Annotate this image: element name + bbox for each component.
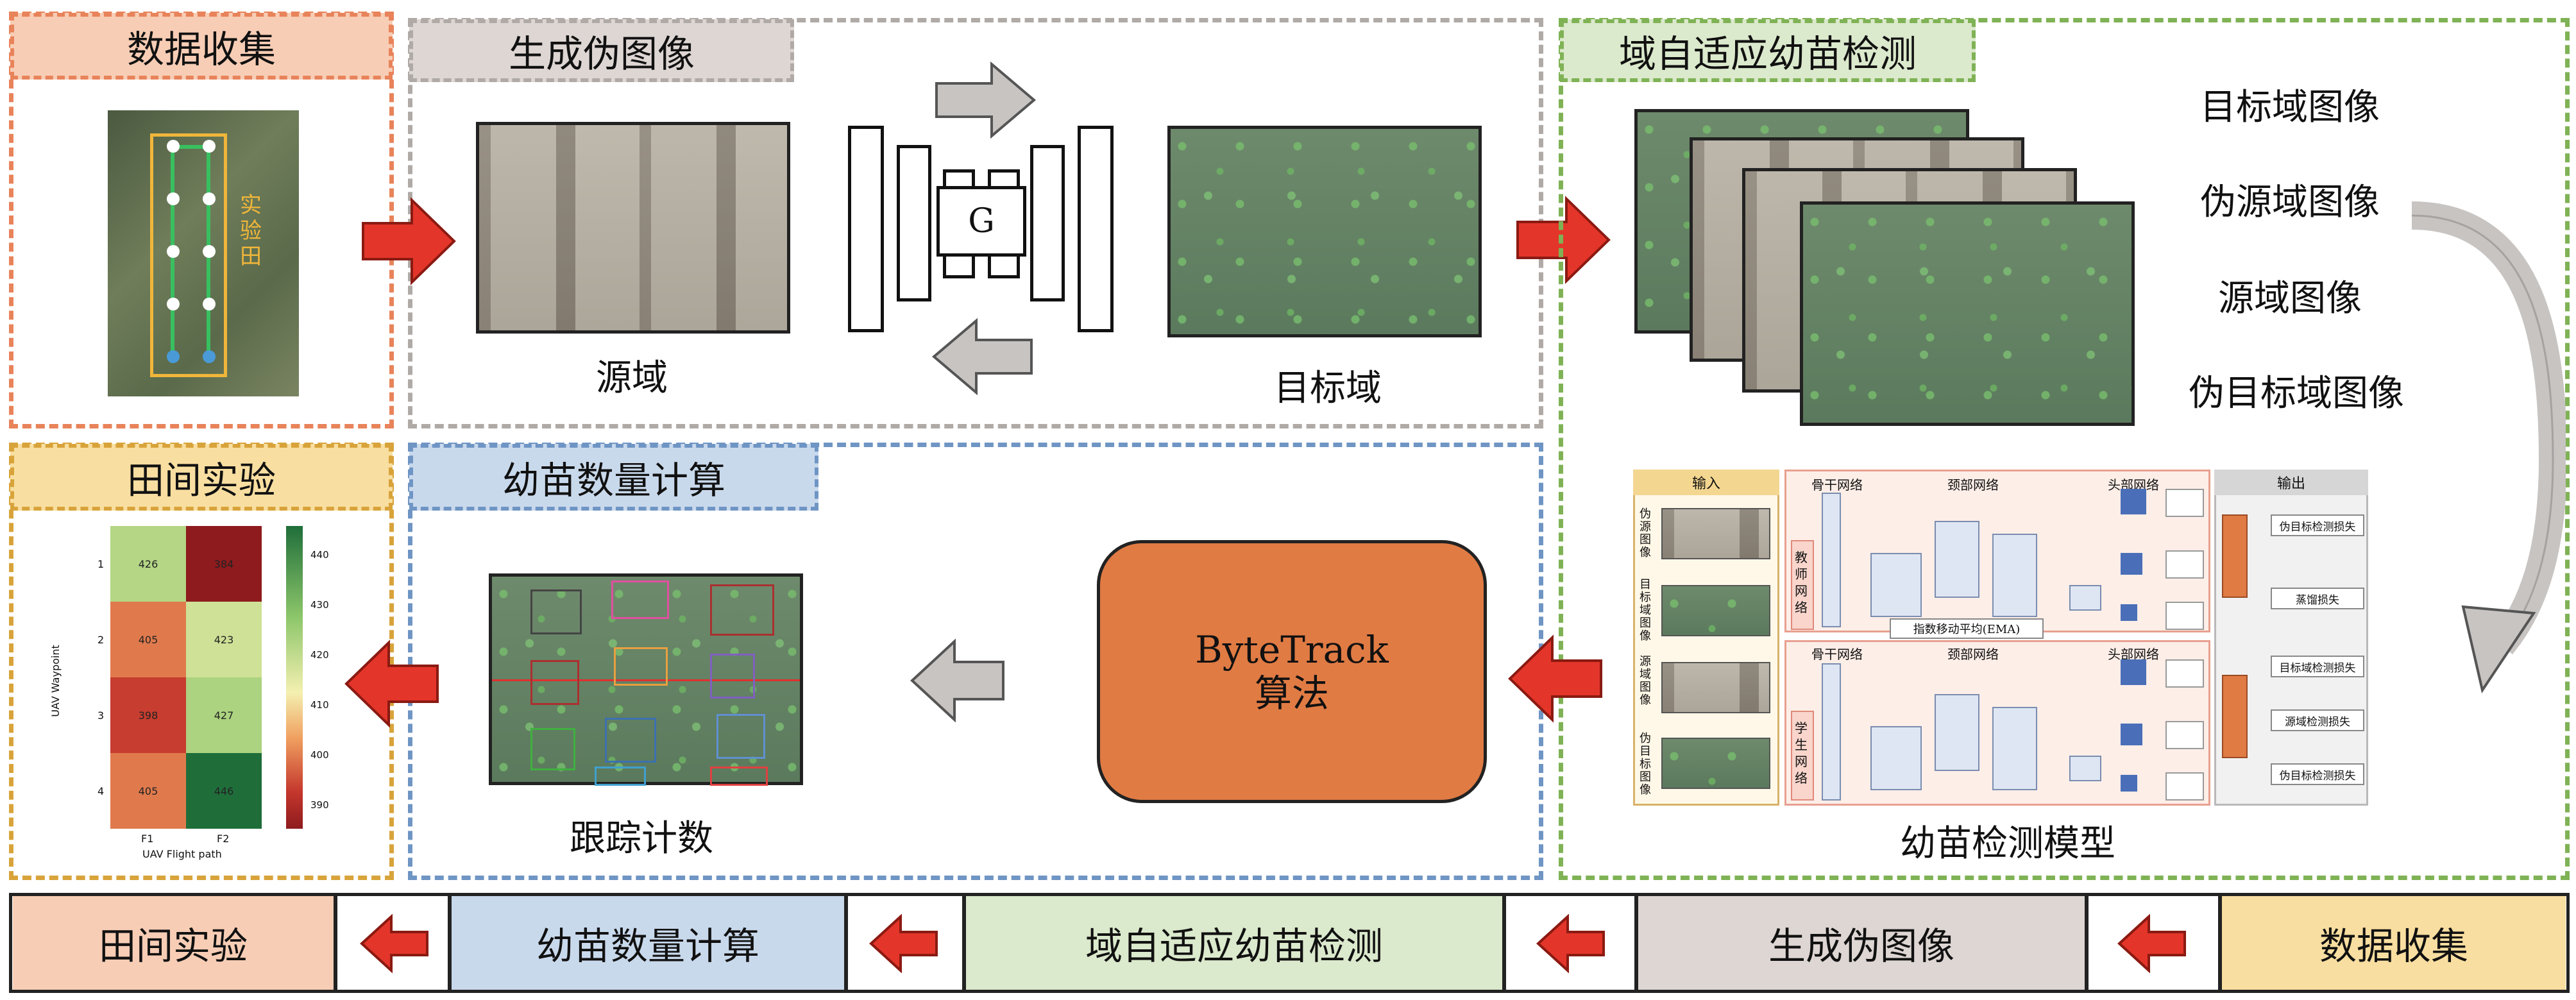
heatmap-ytick-2: 2 — [97, 634, 105, 646]
red-arrow-right-icon — [362, 197, 456, 285]
output-header: 输出 — [2214, 470, 2368, 495]
heatmap-ylabel: UAV Waypoint — [49, 645, 62, 717]
input-label-target: 目标域图像 — [1640, 578, 1651, 643]
source-domain-image — [476, 122, 790, 334]
loss-label-2: 蒸馏损失 — [2271, 588, 2364, 609]
colorbar-tick: 400 — [310, 749, 329, 761]
tracking-image — [489, 573, 803, 786]
image-stack-pseudo-target — [1800, 201, 2135, 426]
heatmap-ytick-1: 1 — [97, 558, 105, 570]
heatmap-cell: 405 — [110, 753, 186, 829]
colorbar-tick: 390 — [310, 799, 329, 811]
heatmap: UAV Waypoint 1 2 3 4 426 384 405 423 398… — [49, 521, 344, 867]
target-domain-caption: 目标域 — [1274, 368, 1382, 409]
red-arrow-left-icon — [1508, 634, 1602, 723]
panel-domain-adaptive-detection — [1559, 18, 2570, 880]
panel-title-field-experiment: 田间实验 — [10, 444, 393, 511]
detection-model-diagram: 输入 伪源图像 目标域图像 源域图像 伪目标图像 骨干网络 颈部网络 头部网络 … — [1633, 470, 2368, 806]
red-arrow-left-icon — [360, 914, 428, 973]
heatmap-ytick-4: 4 — [97, 785, 105, 797]
colorbar-tick: 420 — [310, 649, 329, 661]
curved-gray-arrow-icon — [2411, 201, 2566, 693]
red-arrow-left-icon — [344, 640, 439, 728]
colorbar-tick: 410 — [310, 699, 329, 711]
bottom-step-field-experiment: 田间实验 — [13, 896, 334, 990]
red-arrow-right-icon — [1516, 196, 1611, 284]
loss-label-4: 源域检测损失 — [2271, 709, 2364, 731]
heatmap-xtick-1: F1 — [141, 833, 154, 845]
gray-arrow-left-icon — [931, 318, 1033, 395]
loss-label-1: 伪目标检测损失 — [2271, 514, 2364, 536]
backbone-label-top: 骨干网络 — [1811, 477, 1863, 493]
generator-label: G — [936, 186, 1026, 257]
heatmap-xtick-2: F2 — [217, 833, 230, 845]
colorbar-tick: 430 — [310, 599, 329, 611]
input-header: 输入 — [1633, 470, 1779, 495]
heatmap-ytick-3: 3 — [97, 709, 105, 722]
input-label-pseudo-target: 伪目标图像 — [1640, 732, 1651, 797]
heatmap-cell: 446 — [186, 753, 262, 829]
bytetrack-label: ByteTrack — [1195, 628, 1389, 672]
target-domain-image — [1167, 126, 1482, 337]
model-caption: 幼苗检测模型 — [1900, 823, 2115, 865]
loss-label-5: 伪目标检测损失 — [2271, 763, 2364, 785]
panel-title-pseudo-image: 生成伪图像 — [409, 19, 794, 82]
red-arrow-left-icon — [869, 914, 938, 973]
field-label: 实验田 — [240, 192, 262, 269]
gray-arrow-right-icon — [935, 62, 1037, 139]
tracking-caption: 跟踪计数 — [570, 818, 713, 860]
backbone-label-bottom: 骨干网络 — [1811, 647, 1863, 662]
panel-title-seedling-count: 幼苗数量计算 — [409, 444, 818, 511]
bottom-step-data-collection: 数据收集 — [2222, 896, 2566, 990]
neck-label-top: 颈部网络 — [1947, 477, 1999, 493]
input-label-pseudo-source: 伪源图像 — [1640, 507, 1651, 559]
bytetrack-box: ByteTrack 算法 — [1097, 540, 1487, 803]
heatmap-cell: 398 — [110, 677, 186, 753]
heatmap-cell: 427 — [186, 677, 262, 753]
bottom-step-domain-adaptive: 域自适应幼苗检测 — [966, 896, 1502, 990]
input-label-source: 源域图像 — [1640, 655, 1651, 707]
red-arrow-left-icon — [1536, 914, 1605, 973]
panel-title-data-collection: 数据收集 — [10, 13, 393, 80]
panel-title-domain-adaptive: 域自适应幼苗检测 — [1560, 19, 1976, 82]
student-network-label: 学生网络 — [1795, 720, 1808, 786]
red-arrow-left-icon — [2117, 914, 2186, 973]
algorithm-label: 算法 — [1254, 672, 1329, 715]
heatmap-cell: 426 — [110, 526, 186, 602]
colorbar-tick: 440 — [310, 549, 329, 561]
field-satellite-image: 实验田 — [108, 110, 299, 396]
stack-label-source: 源域图像 — [2218, 278, 2362, 319]
heatmap-xlabel: UAV Flight path — [142, 848, 222, 860]
stack-label-pseudo-target: 伪目标域图像 — [2189, 373, 2404, 414]
bottom-step-seedling-count: 幼苗数量计算 — [452, 896, 844, 990]
heatmap-colorbar — [286, 526, 303, 829]
ema-label: 指数移动平均(EMA) — [1890, 618, 2044, 639]
neck-label-bottom: 颈部网络 — [1947, 647, 1999, 662]
heatmap-cell: 384 — [186, 526, 262, 602]
heatmap-cell: 405 — [110, 602, 186, 677]
stack-label-pseudo-source: 伪源域图像 — [2200, 182, 2380, 223]
source-domain-caption: 源域 — [596, 357, 668, 399]
bottom-step-pseudo-image: 生成伪图像 — [1638, 896, 2085, 990]
gray-arrow-left-icon — [910, 639, 1004, 722]
loss-label-3: 目标域检测损失 — [2271, 656, 2364, 677]
heatmap-cell: 423 — [186, 602, 262, 677]
teacher-network-label: 教师网络 — [1795, 550, 1808, 615]
stack-label-target: 目标域图像 — [2200, 87, 2380, 128]
